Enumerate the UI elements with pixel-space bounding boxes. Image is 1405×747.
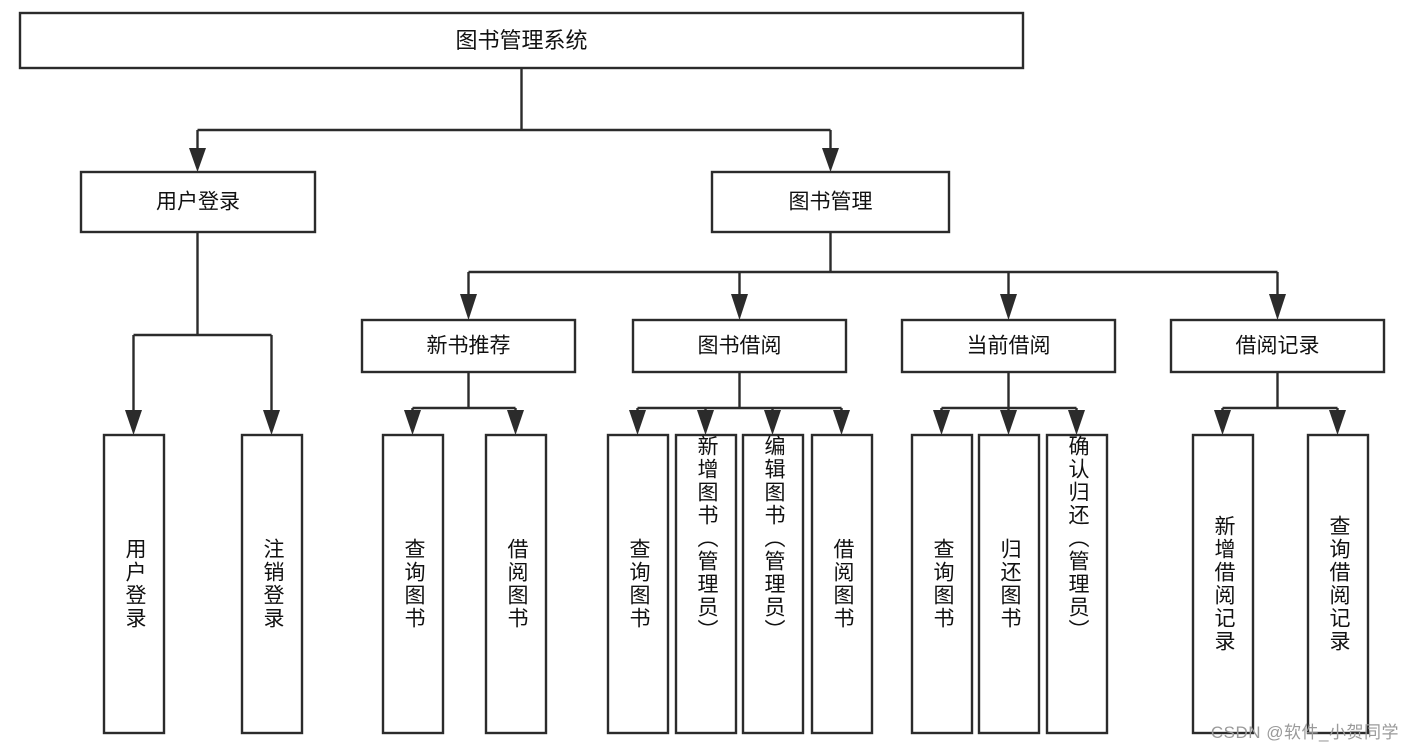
node-new-book-recommend-box[interactable] [360, 318, 577, 374]
arrow-head-leaf-user-login [125, 410, 142, 435]
arrow-head-borrow-record-leaf-1 [1214, 410, 1231, 435]
arrow-head-book-borrow-leaf-4 [833, 410, 850, 435]
arrow-head-current-borrow-leaf-3 [1068, 410, 1085, 435]
node-current-borrow-label: 当前借阅 [967, 335, 1051, 358]
leaf-box-query-borrow-record[interactable] [1306, 433, 1370, 735]
node-new-book-recommend-label: 新书推荐 [427, 335, 511, 358]
leaf-box-add-borrow-record[interactable] [1191, 433, 1255, 735]
node-new-book-recommend[interactable]: 新书推荐 [360, 318, 577, 374]
node-borrow-record-label: 借阅记录 [1236, 335, 1320, 358]
watermark-text: CSDN @软件_小贺同学 [1210, 723, 1399, 742]
arrow-head-borrow-record [1269, 294, 1286, 320]
leaf-box-logout[interactable] [240, 433, 304, 735]
node-book-manage-label: 图书管理 [789, 191, 873, 214]
leaf-box-return-book[interactable] [977, 433, 1041, 735]
node-user-login-label: 用户登录 [156, 191, 240, 214]
leaf-box-borrow-book-recommend[interactable] [484, 433, 548, 735]
arrow-head-book-borrow-leaf-3 [764, 410, 781, 435]
node-borrow-record-box[interactable] [1169, 318, 1386, 374]
leaf-box-query-book-current[interactable] [910, 433, 974, 735]
node-user-login[interactable]: 用户登录 [79, 170, 317, 234]
leaf-box-query-book-recommend[interactable] [381, 433, 445, 735]
leaf-box-user-login[interactable] [102, 433, 166, 735]
arrow-head-leaf-logout [263, 410, 280, 435]
leaf-box-add-book-admin[interactable] [674, 433, 738, 735]
arrow-head-book-borrow-leaf-2 [697, 410, 714, 435]
node-root-label: 图书管理系统 [455, 28, 587, 53]
arrow-head-current-borrow-leaf-2 [1000, 410, 1017, 435]
arrow-head-current-borrow-leaf-1 [933, 410, 950, 435]
node-book-borrow[interactable]: 图书借阅 [631, 318, 848, 374]
arrow-head-current-borrow [1000, 294, 1017, 320]
node-book-borrow-box[interactable] [631, 318, 848, 374]
node-current-borrow[interactable]: 当前借阅 [900, 318, 1117, 374]
leaf-box-confirm-return-admin[interactable] [1045, 433, 1109, 735]
node-book-manage-box[interactable] [710, 170, 951, 234]
arrow-head-user-login [189, 148, 206, 172]
arrow-head-new-book [460, 294, 477, 320]
node-root-box[interactable] [18, 11, 1025, 70]
arrow-head-borrow-record-leaf-2 [1329, 410, 1346, 435]
node-borrow-record[interactable]: 借阅记录 [1169, 318, 1386, 374]
leaf-box-borrow-book[interactable] [810, 433, 874, 735]
node-user-login-box[interactable] [79, 170, 317, 234]
arrow-head-book-borrow-leaf-1 [629, 410, 646, 435]
leaf-box-edit-book-admin[interactable] [741, 433, 805, 735]
connector-layer [125, 68, 1346, 435]
arrow-head-book-manage [822, 148, 839, 172]
arrow-head-new-book-leaf-1 [404, 410, 421, 435]
node-book-manage[interactable]: 图书管理 [710, 170, 951, 234]
leaf-box-query-book-borrow[interactable] [606, 433, 670, 735]
arrow-head-book-borrow [731, 294, 748, 320]
node-root[interactable]: 图书管理系统 [18, 11, 1025, 70]
node-book-borrow-label: 图书借阅 [698, 335, 782, 358]
node-current-borrow-box[interactable] [900, 318, 1117, 374]
arrow-head-new-book-leaf-2 [507, 410, 524, 435]
